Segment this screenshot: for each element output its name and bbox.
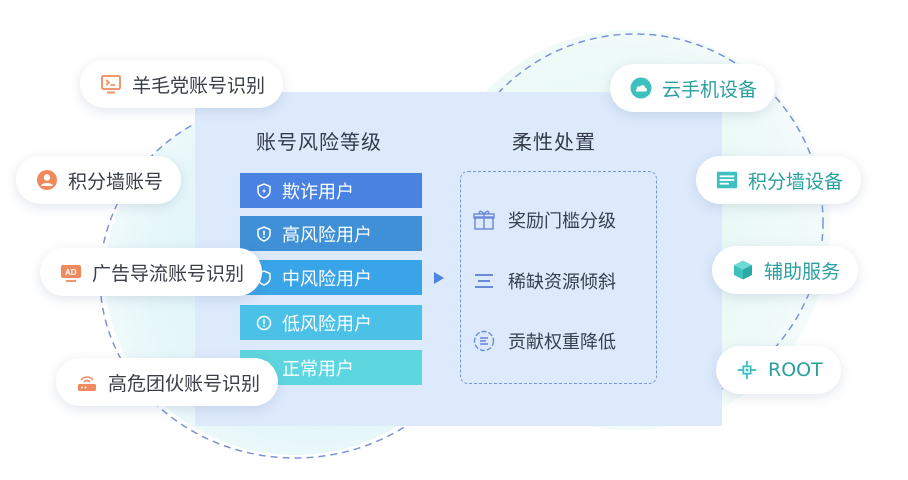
tag-label: 积分墙账号	[68, 170, 164, 193]
risk-level-label: 欺诈用户	[282, 181, 354, 203]
tag-wool-party-detection: 羊毛党账号识别	[80, 60, 284, 108]
tag-label: 广告导流账号识别	[92, 262, 245, 285]
disposition-item: 贡献权重降低	[472, 328, 616, 354]
ad-icon: AD	[60, 261, 82, 283]
tag-label: 高危团伙账号识别	[108, 372, 261, 395]
risk-level-label: 中风险用户	[282, 268, 372, 290]
weight-icon	[472, 329, 496, 353]
tag-label: 积分墙设备	[748, 170, 844, 193]
router-icon	[76, 371, 98, 393]
alert-circle-icon	[256, 315, 272, 331]
tag-label: ROOT	[768, 359, 823, 381]
risk-level-medium: 中风险用户	[240, 260, 422, 295]
terminal-icon	[100, 73, 122, 95]
tag-cloud-phone-device: 云手机设备	[610, 64, 776, 112]
svg-text:AD: AD	[65, 268, 77, 277]
disposition-item: 稀缺资源倾斜	[472, 268, 616, 294]
list-icon	[472, 269, 496, 293]
disposition-label: 奖励门槛分级	[508, 211, 616, 232]
chip-icon	[736, 359, 758, 381]
tag-assist-service: 辅助服务	[712, 246, 859, 294]
disposition-box	[460, 171, 657, 384]
tag-offerwall-account: 积分墙账号	[16, 156, 182, 204]
cloud-icon	[630, 77, 652, 99]
disposition-label: 贡献权重降低	[508, 332, 616, 353]
disposition-label: 稀缺资源倾斜	[508, 272, 616, 293]
tag-root: ROOT	[716, 346, 841, 394]
user-icon	[36, 169, 58, 191]
tag-offerwall-device: 积分墙设备	[696, 156, 862, 204]
risk-level-title: 账号风险等级	[256, 130, 382, 154]
tag-label: 辅助服务	[764, 260, 841, 283]
tag-risky-gang-detection: 高危团伙账号识别	[56, 358, 279, 406]
risk-level-high: 高风险用户	[240, 216, 422, 251]
cube-icon	[732, 259, 754, 281]
gift-icon	[472, 208, 496, 232]
tag-label: 羊毛党账号识别	[132, 74, 266, 97]
risk-level-label: 低风险用户	[282, 313, 372, 335]
risk-level-fraud: 欺诈用户	[240, 173, 422, 208]
panel-icon	[716, 169, 738, 191]
tag-ad-traffic-detection: AD 广告导流账号识别	[40, 248, 263, 296]
shield-alert-icon	[256, 225, 272, 242]
disposition-title: 柔性处置	[512, 130, 596, 154]
flow-arrow-icon	[434, 272, 444, 284]
risk-level-label: 正常用户	[282, 358, 354, 380]
risk-level-low: 低风险用户	[240, 305, 422, 340]
disposition-item: 奖励门槛分级	[472, 207, 616, 233]
tag-label: 云手机设备	[662, 78, 758, 101]
shield-bolt-icon	[256, 182, 272, 199]
risk-level-label: 高风险用户	[282, 224, 372, 246]
